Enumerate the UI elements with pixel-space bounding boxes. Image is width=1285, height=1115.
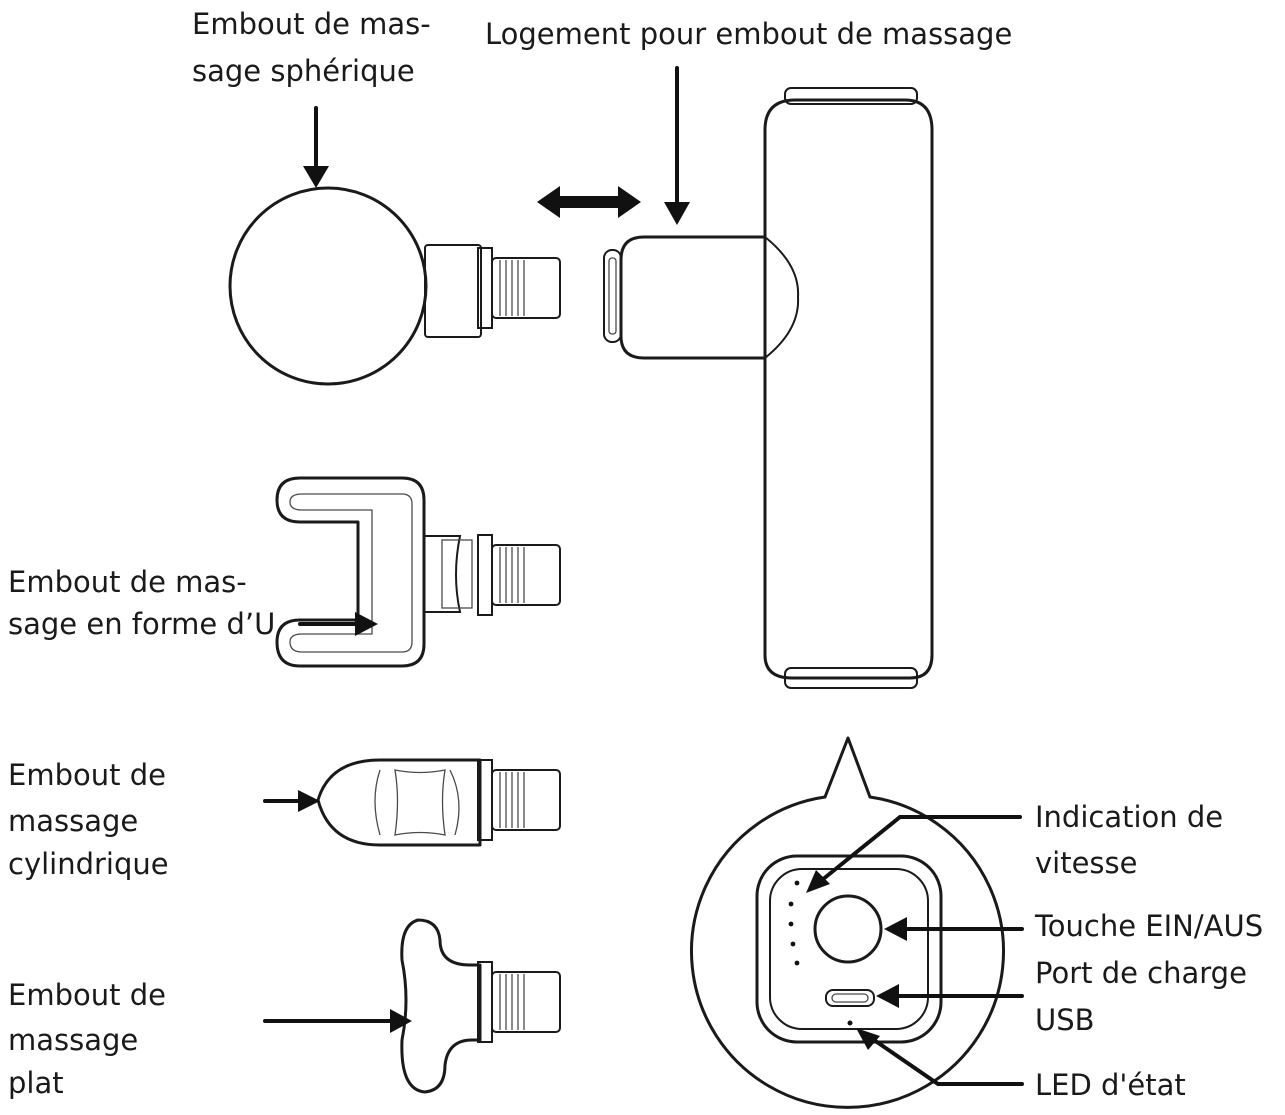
label-speed-line1: Indication de (1035, 800, 1224, 834)
bottom-view (690, 736, 1005, 1109)
label-cylindrical-line2: massage (8, 804, 139, 838)
label-u-shape-line2: sage en forme d’U (8, 607, 276, 641)
label-flat-line3: plat (8, 1066, 64, 1100)
u-shape-head (275, 476, 561, 668)
label-flat-line2: massage (8, 1023, 139, 1057)
label-u-shape-line1: Embout de mas- (8, 565, 247, 599)
label-cylindrical-line1: Embout de (8, 758, 166, 792)
callout-arrows (263, 66, 1024, 1086)
massage-gun-body (603, 87, 934, 689)
label-spherical-line2: sage sphérique (192, 54, 415, 88)
label-flat-line1: Embout de (8, 978, 166, 1012)
label-usb-line2: USB (1035, 1003, 1095, 1037)
label-speed-line2: vitesse (1035, 846, 1138, 880)
label-spherical-line1: Embout de mas- (192, 7, 431, 41)
flat-head (400, 918, 561, 1094)
label-status-led: LED d'état (1035, 1068, 1186, 1102)
cylindrical-head (316, 758, 561, 847)
label-slot: Logement pour embout de massage (485, 17, 1013, 51)
label-power-button: Touche EIN/AUS (1035, 909, 1264, 943)
label-cylindrical-line3: cylindrique (8, 847, 169, 881)
label-usb-line1: Port de charge (1035, 956, 1247, 990)
spherical-head (228, 186, 561, 386)
